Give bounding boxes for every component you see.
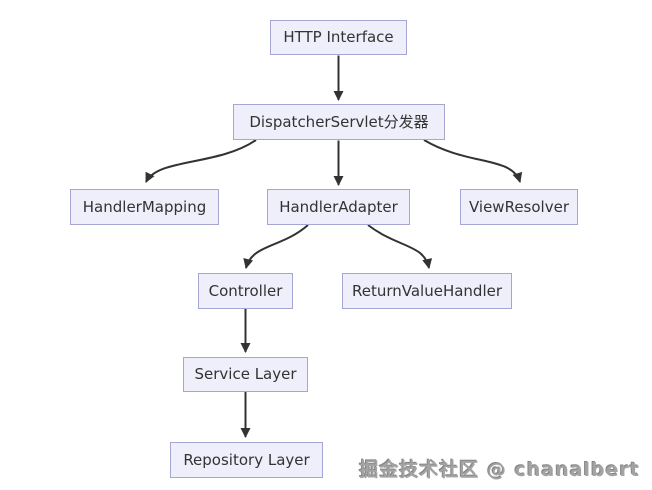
node-view-resolver: ViewResolver [460,189,578,225]
edge-dispatcher-to-viewresolver [423,139,523,183]
node-handler-mapping: HandlerMapping [70,189,219,225]
node-service-layer: Service Layer [183,357,308,392]
node-repository-layer: Repository Layer [170,442,323,478]
node-controller: Controller [198,273,293,309]
node-handler-adapter: HandlerAdapter [267,189,410,225]
node-http-interface: HTTP Interface [270,20,407,55]
node-return-value-handler: ReturnValueHandler [342,273,512,309]
edge-dispatcher-to-handlermapping [145,139,257,183]
watermark: 掘金技术社区 @ chanalbert [359,459,640,481]
node-dispatcher-servlet: DispatcherServlet分发器 [233,104,445,140]
edge-handleradapter-to-returnvaluehandler [367,224,433,269]
edge-handleradapter-to-controller [243,224,309,269]
